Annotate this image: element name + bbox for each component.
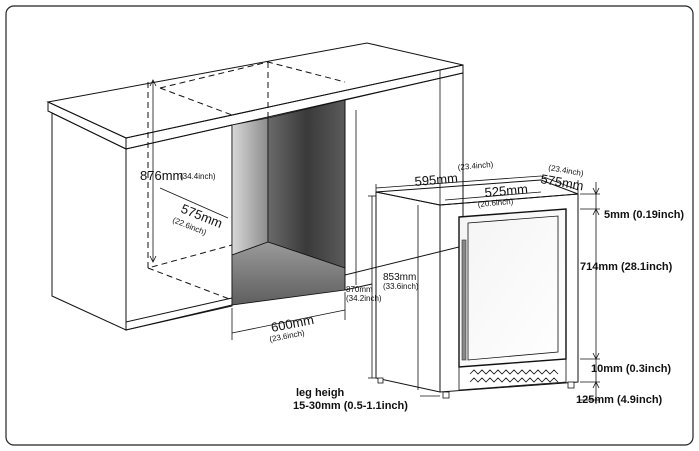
base-height-label: 125mm (4.9inch) xyxy=(576,394,663,406)
door-height-label: 714mm (28.1inch) xyxy=(580,261,673,273)
top-gap-label: 5mm (0.19inch) xyxy=(604,209,684,221)
unit-front xyxy=(439,193,579,393)
niche-back-wall xyxy=(267,99,346,269)
unit-width-mm: 595mm xyxy=(414,170,459,189)
leg-height-range: 15-30mm (0.5-1.1inch) xyxy=(293,400,408,412)
unit-inner-width-mm: 525mm xyxy=(484,181,529,200)
leg-front-right xyxy=(567,381,575,389)
cabinet-dimensions xyxy=(149,79,357,340)
leg-back-left xyxy=(377,377,384,384)
unit-inner-width-in: (20.6inch) xyxy=(477,197,514,209)
leg-height-label: leg heigh xyxy=(296,387,345,399)
opening-height-mm: 870mm xyxy=(346,285,373,294)
unit-depth-mm: 575mm xyxy=(539,171,584,193)
cabinet-left-panel xyxy=(51,112,127,331)
unit-height-in: (33.6inch) xyxy=(383,282,419,291)
bottom-gap-label: 10mm (0.3inch) xyxy=(591,363,671,375)
unit-door xyxy=(458,208,567,368)
door-handle xyxy=(461,239,467,361)
unit-left-side xyxy=(375,191,441,393)
diagram-border xyxy=(5,5,694,446)
unit-dimensions xyxy=(368,175,600,404)
unit-height-mm: 853mm xyxy=(383,272,416,283)
wine-cooler-unit xyxy=(375,179,579,399)
cabinet-plinth xyxy=(125,297,233,331)
cabinet-height-mm: 876mm xyxy=(140,168,183,183)
leg-front-left xyxy=(442,391,450,399)
unit-door-glass xyxy=(467,215,559,361)
counter-cabinet xyxy=(46,42,464,331)
cabinet-height-in: (34.4inch) xyxy=(180,172,216,181)
opening-height-in: (34.2inch) xyxy=(346,294,382,303)
niche-side-wall xyxy=(231,117,269,256)
countertop-front-edge xyxy=(47,101,127,150)
unit-width-in: (23.4inch) xyxy=(457,160,494,172)
vent-grille xyxy=(458,358,567,391)
